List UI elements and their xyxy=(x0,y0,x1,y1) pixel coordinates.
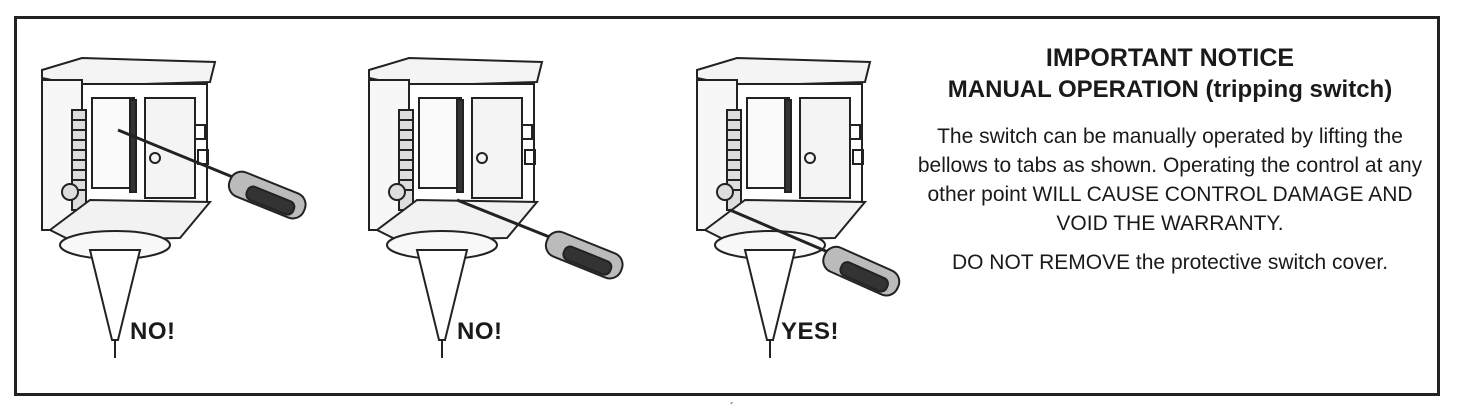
verdict-label-1: NO! xyxy=(130,318,176,345)
notice-subtitle: MANUAL OPERATION (tripping switch) xyxy=(947,76,1393,103)
switch-illustration-3 xyxy=(696,56,901,358)
footnote-mark: ´ xyxy=(730,400,734,414)
verdict-label-2: NO! xyxy=(457,318,503,345)
notice-frame xyxy=(14,16,1440,396)
switch-illustration-2 xyxy=(368,56,624,358)
notice-text-block: IMPORTANT NOTICE MANUAL OPERATION (tripp… xyxy=(905,42,1435,277)
switch-illustration-1 xyxy=(41,56,307,358)
verdict-label-3: YES! xyxy=(781,318,840,345)
notice-title: IMPORTANT NOTICE xyxy=(1045,44,1295,72)
notice-footer: DO NOT REMOVE the protective switch cove… xyxy=(951,251,1389,274)
illustration-panel-2: NO! xyxy=(357,40,657,360)
illustration-panel-1: NO! xyxy=(30,40,330,360)
illustration-panel-3: YES! xyxy=(685,40,985,360)
notice-body: The switch can be manually operated by l… xyxy=(917,125,1423,235)
